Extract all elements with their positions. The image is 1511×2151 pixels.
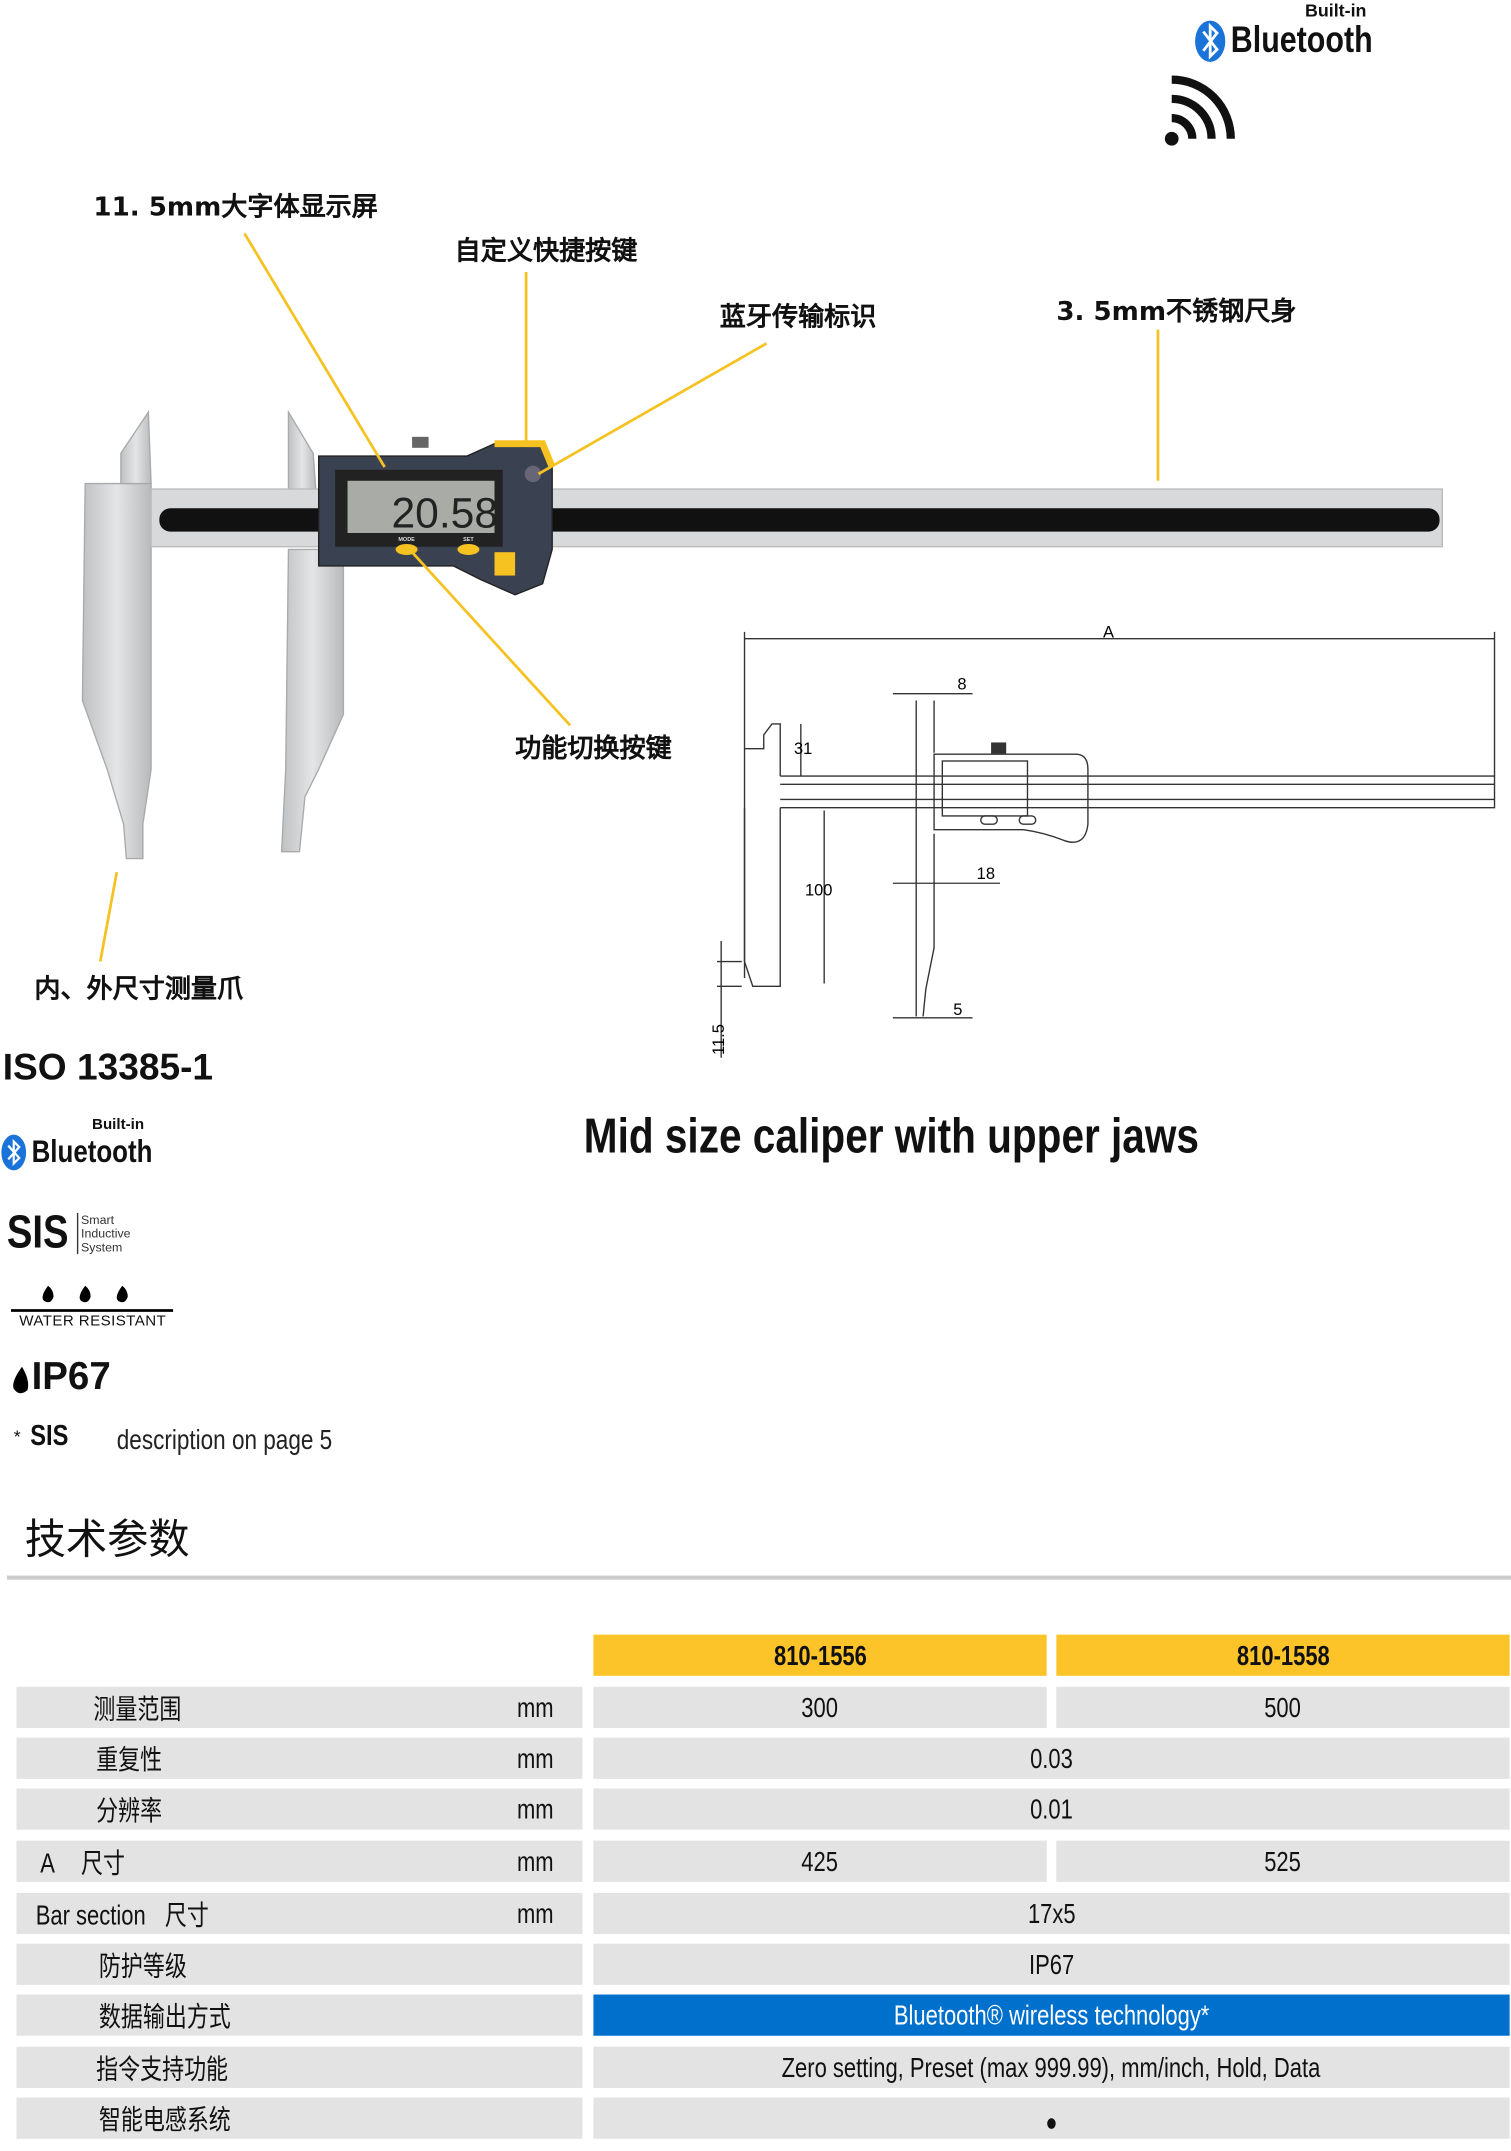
sis-text: SIS	[6, 1206, 69, 1259]
water-resistant-text: WATER RESISTANT	[19, 1313, 167, 1330]
row-label: 分辨率 mm	[16, 1788, 583, 1830]
text: mm	[516, 1795, 554, 1826]
dim-a: A	[1103, 623, 1114, 641]
table-cell: 300	[593, 1686, 1047, 1729]
callout-shortcut-key: 自定义快捷按键	[454, 236, 638, 267]
dim-5: 5	[953, 1001, 962, 1019]
text: 重复性	[96, 1743, 163, 1777]
text: Bar section	[35, 1901, 146, 1932]
text: 300	[801, 1693, 839, 1724]
drop-icon	[13, 1366, 29, 1394]
callout-jaws: 内、外尺寸测量爪	[34, 973, 244, 1005]
table-cell: 17x5	[593, 1892, 1510, 1935]
table-cell: 0.03	[593, 1737, 1510, 1779]
text: 测量范围	[93, 1692, 182, 1726]
text: 尺寸	[81, 1846, 126, 1880]
sis-sub-line: Smart	[81, 1212, 115, 1227]
product-title: Mid size caliper with upper jaws	[583, 1107, 1199, 1164]
fixed-jaw	[81, 409, 152, 860]
row-label: 智能电感系统	[16, 2097, 583, 2139]
display-reading: 20.58	[391, 489, 498, 537]
bluetooth-icon	[1, 1134, 27, 1171]
sylvac-logo	[494, 552, 516, 576]
table-cell: 525	[1056, 1840, 1510, 1882]
sliding-jaw	[280, 409, 345, 853]
smart-inductive-dot: ●	[593, 2097, 1510, 2139]
text: A	[40, 1848, 55, 1880]
text: mm	[516, 1693, 554, 1724]
text: mm	[516, 1744, 554, 1775]
model-header: 810-1558	[1056, 1634, 1510, 1676]
text: ●	[1045, 2108, 1058, 2137]
table-cell: 0.01	[593, 1788, 1510, 1830]
model-number: 810-1558	[1236, 1641, 1330, 1672]
bluetooth-icon	[1195, 20, 1226, 62]
bluetooth-mark-icon	[524, 465, 542, 483]
text: 分辨率	[96, 1793, 163, 1827]
callout-beam: 3. 5mm不锈钢尺身	[1056, 296, 1297, 327]
text: 数据输出方式	[98, 2000, 231, 2033]
bt-built-in: Built-in	[92, 1116, 145, 1134]
text: 0.01	[1030, 1795, 1073, 1826]
text: mm	[516, 1847, 554, 1878]
model-header: 810-1556	[593, 1634, 1047, 1676]
row-label: 重复性 mm	[16, 1737, 583, 1779]
row-label: A 尺寸 mm	[16, 1840, 583, 1882]
ip67-text: IP67	[31, 1354, 111, 1397]
text: 智能电感系统	[98, 2103, 231, 2137]
bluetooth-output-cell: Bluetooth® wireless technology*	[593, 1994, 1510, 2036]
text: 500	[1264, 1693, 1302, 1724]
dim-31: 31	[794, 740, 812, 758]
bt-brand: Bluetooth	[31, 1133, 153, 1169]
text: mm	[516, 1899, 554, 1930]
table-cell: IP67	[593, 1943, 1510, 1985]
water-drops-icon	[10, 1285, 174, 1312]
text: 防护等级	[98, 1949, 187, 1983]
text: 17x5	[1027, 1899, 1076, 1930]
text: Zero setting, Preset (max 999.99), mm/in…	[782, 2053, 1321, 2084]
callout-function-key: 功能切换按键	[515, 733, 672, 764]
table-cell: 500	[1056, 1686, 1510, 1729]
callout-leader-lines	[98, 232, 1160, 962]
model-number: 810-1556	[773, 1641, 867, 1672]
row-label: 指令支持功能	[16, 2046, 583, 2088]
caliper-photo: 20.58 MODE SET	[81, 409, 1444, 860]
dim-8: 8	[957, 676, 966, 694]
callout-bluetooth-mark: 蓝牙传输标识	[719, 302, 877, 333]
mode-label: MODE	[398, 537, 415, 543]
dim-100: 100	[805, 882, 832, 900]
text: 指令支持功能	[96, 2052, 229, 2086]
row-label: Bar section 尺寸 mm	[16, 1892, 583, 1935]
row-label: 防护等级	[16, 1943, 583, 1985]
iso-standard: ISO 13385-1	[2, 1046, 214, 1088]
set-label: SET	[463, 537, 474, 543]
bluetooth-brand-text: Bluetooth	[1230, 19, 1373, 61]
footnote-text: description on page 5	[116, 1425, 333, 1457]
display-unit: 20.58 MODE SET	[317, 436, 556, 596]
text: 425	[801, 1847, 839, 1878]
table-cell: 425	[593, 1840, 1047, 1882]
section-divider	[6, 1575, 1511, 1580]
text: Bluetooth® wireless technology*	[893, 2001, 1210, 2032]
sis-sub-line: Inductive	[81, 1226, 131, 1241]
technical-drawing: A 8 31 100 18 5 11.5	[710, 623, 1496, 1058]
table-cell: Zero setting, Preset (max 999.99), mm/in…	[593, 2046, 1510, 2088]
section-title: 技术参数	[24, 1516, 190, 1565]
wireless-signal-icon	[1164, 75, 1235, 146]
dim-11-5: 11.5	[710, 1024, 728, 1055]
row-label: 测量范围 mm	[16, 1686, 583, 1729]
text: 0.03	[1030, 1744, 1073, 1775]
sis-sub-line: System	[81, 1240, 123, 1255]
text: 525	[1264, 1847, 1302, 1878]
built-in-text: Built-in	[1304, 0, 1367, 21]
dim-18: 18	[977, 865, 995, 883]
text: IP67	[1028, 1950, 1075, 1981]
row-label: 数据输出方式	[16, 1994, 583, 2036]
set-button	[457, 543, 480, 555]
text: 尺寸	[164, 1898, 209, 1932]
footnote-sis: SIS	[30, 1420, 69, 1452]
callout-display: 11. 5mm大字体显示屏	[93, 192, 378, 223]
footnote-star: *	[13, 1425, 21, 1447]
